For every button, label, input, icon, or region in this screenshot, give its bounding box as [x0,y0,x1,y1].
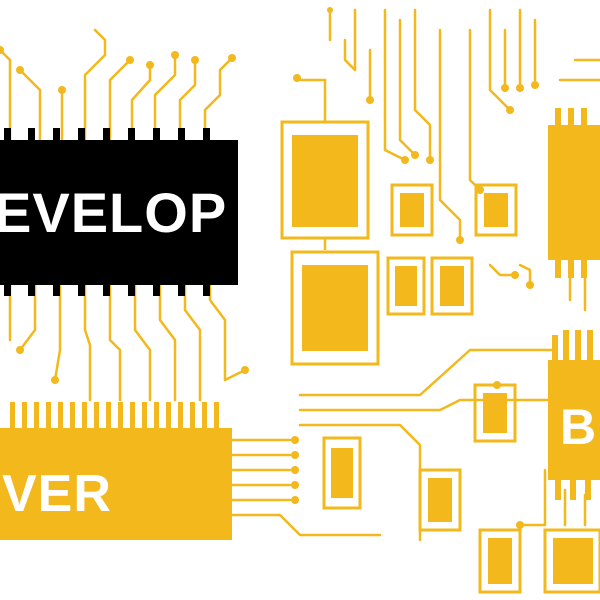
chip-black [0,128,238,296]
chip-black-label: EVELOP [0,181,228,244]
trace-pads [0,7,539,529]
chip-bottom-label: VER [2,465,112,523]
capacitor-large-top [280,78,370,250]
chip-bottom [0,402,232,540]
capacitor-large-mid [290,250,380,366]
chip-right-b [548,330,600,500]
chip-right-label: B [560,399,598,455]
chip-right-top [548,108,600,278]
resistor-group-mid [322,183,600,594]
